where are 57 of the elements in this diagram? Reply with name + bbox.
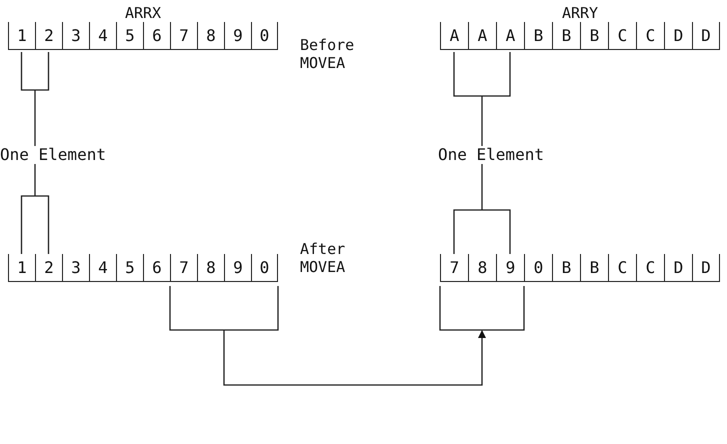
connector-line: [34, 164, 36, 196]
array-cell: 8: [468, 254, 496, 282]
connector-line: [34, 90, 36, 146]
arrow: [223, 330, 486, 386]
array-cell: 7: [170, 254, 197, 282]
array-cell: 3: [62, 254, 89, 282]
array-cell: C: [636, 22, 664, 50]
bracket: [20, 195, 50, 254]
array-cell: 9: [224, 22, 251, 50]
array-cell: 8: [197, 22, 224, 50]
bracket: [453, 52, 511, 97]
array-cell: B: [580, 254, 608, 282]
element-label: One Element: [438, 146, 544, 164]
array-cell: D: [692, 254, 720, 282]
array-cell: 8: [197, 254, 224, 282]
array-cell: 0: [251, 22, 278, 50]
bracket: [453, 209, 511, 254]
array-cell: 2: [35, 22, 62, 50]
array-cell: A: [496, 22, 524, 50]
array-cell: B: [524, 22, 552, 50]
array-cell: 0: [524, 254, 552, 282]
array-cell: 7: [170, 22, 197, 50]
state-label: After MOVEA: [300, 240, 346, 276]
array-cell: 7: [440, 254, 468, 282]
array-cell: D: [664, 254, 692, 282]
element-label: One Element: [0, 146, 106, 164]
bracket: [169, 286, 279, 331]
array-cell: B: [580, 22, 608, 50]
array-cell: 1: [8, 254, 35, 282]
array-cell: D: [692, 22, 720, 50]
array-cell: 1: [8, 22, 35, 50]
array-cell: B: [552, 254, 580, 282]
array-cell: 9: [496, 254, 524, 282]
array-cell: 3: [62, 22, 89, 50]
array-cell: 4: [89, 254, 116, 282]
array-name: ARRX: [124, 4, 162, 22]
array-cell: 9: [224, 254, 251, 282]
state-label: Before MOVEA: [300, 36, 356, 72]
connector-line: [481, 164, 483, 210]
array-cell: B: [552, 22, 580, 50]
array-cell: 2: [35, 254, 62, 282]
connector-line: [481, 96, 483, 146]
array-cell: A: [440, 22, 468, 50]
array-cell: C: [608, 254, 636, 282]
array-cell: 5: [116, 254, 143, 282]
array-cell: A: [468, 22, 496, 50]
array-cell: D: [664, 22, 692, 50]
array-cell: 6: [143, 254, 170, 282]
array-cell: 4: [89, 22, 116, 50]
array-cell: C: [608, 22, 636, 50]
array-cell: 5: [116, 22, 143, 50]
array-cell: 0: [251, 254, 278, 282]
array-cell: C: [636, 254, 664, 282]
bracket: [20, 52, 50, 91]
array-name: ARRY: [560, 4, 600, 22]
array-cell: 6: [143, 22, 170, 50]
bracket: [439, 286, 525, 331]
